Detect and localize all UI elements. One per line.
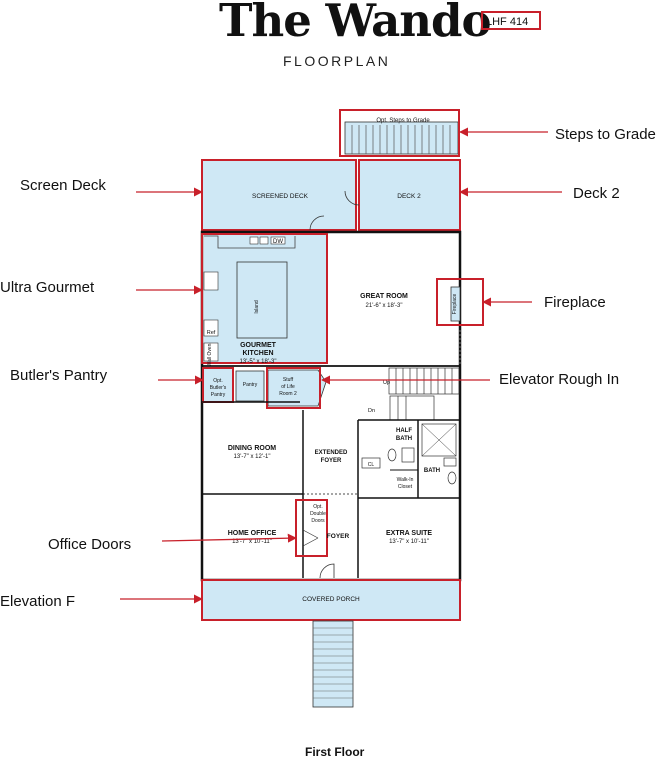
kitchen-dims: 13'-5" x 18'-3" <box>240 359 277 365</box>
stairs <box>388 367 460 421</box>
dw-label: DW <box>273 239 283 245</box>
screened-deck: SCREENED DECK <box>201 159 357 231</box>
callout-elevator-rough-in: Elevator Rough In <box>499 371 620 388</box>
office-doors: Opt. Double Doors <box>295 499 328 557</box>
butler-label-1: Opt. <box>213 378 222 384</box>
callout-screen-deck: Screen Deck <box>20 177 106 194</box>
callout-office-doors: Office Doors <box>48 536 132 553</box>
stuff-label-3: Room 2 <box>279 391 297 397</box>
plan-code-badge: LHF 414 <box>481 11 541 30</box>
plan-subtitle: FLOORPLAN <box>283 53 391 69</box>
callout-ultra-gourmet: Ultra Gourmet <box>0 279 95 296</box>
half-bath-label-2: BATH <box>396 436 412 442</box>
office-dims: 13'-7" x 10'-11" <box>232 539 272 545</box>
steps-label: Opt. Steps to Grade <box>376 118 430 124</box>
island-label: Island <box>254 300 260 314</box>
wall-oven-label: Wall Oven <box>207 343 213 366</box>
cl-label: CL <box>368 462 375 468</box>
deck-2: DECK 2 <box>344 159 461 231</box>
dining-dims: 13'-7" x 12'-1" <box>234 454 271 460</box>
steps-to-grade: Opt. Steps to Grade <box>339 109 460 157</box>
dbl-label-3: Doors <box>311 518 325 524</box>
great-room-dims: 21'-6" x 18'-3" <box>366 303 403 309</box>
foyer-label: FOYER <box>327 533 350 540</box>
stuff-label-1: Stuff <box>283 377 294 383</box>
bath-area: HALF BATH CL BATH Walk-In Closet <box>361 423 457 490</box>
kitchen-label-1: GOURMET <box>240 342 277 349</box>
callout-elevation-f: Elevation F <box>0 593 76 610</box>
dining-label: DINING ROOM <box>228 445 276 452</box>
callout-arrows <box>120 127 562 604</box>
interior-walls <box>202 401 460 578</box>
pantry-area: Opt. Butler's Pantry Pantry Stuff of Lif… <box>202 365 460 409</box>
butler-label-3: Pantry <box>211 392 226 398</box>
dbl-label-1: Opt. <box>313 504 322 510</box>
porch-label: COVERED PORCH <box>302 596 360 603</box>
front-door-swing <box>319 563 335 579</box>
half-bath-label-1: HALF <box>396 428 412 434</box>
callout-steps-to-grade: Steps to Grade <box>555 126 656 143</box>
suite-dims: 13'-7" x 10'-11" <box>389 539 429 545</box>
callout-deck-2: Deck 2 <box>573 185 620 202</box>
pantry-label: Pantry <box>243 382 258 388</box>
callout-butlers-pantry: Butler's Pantry <box>10 367 108 384</box>
kitchen-label-2: KITCHEN <box>242 350 273 357</box>
front-steps <box>312 620 354 708</box>
deck2-label: DECK 2 <box>397 193 421 200</box>
great-room-label: GREAT ROOM <box>360 293 408 300</box>
floor-caption: First Floor <box>305 745 365 759</box>
covered-porch: COVERED PORCH <box>201 579 461 621</box>
butler-label-2: Butler's <box>210 385 227 391</box>
ref-label: Ref <box>207 330 216 336</box>
office-label: HOME OFFICE <box>228 530 277 537</box>
gourmet-kitchen: DW Island Ref Wall Oven GOURMET KITCHEN … <box>201 233 328 366</box>
plan-title: The Wando <box>219 0 491 47</box>
great-room: GREAT ROOM 21'-6" x 18'-3" Fireplace <box>360 278 484 365</box>
fireplace-label: Fireplace <box>452 294 458 315</box>
up-label: Up <box>383 380 390 386</box>
screened-deck-label: SCREENED DECK <box>252 193 309 200</box>
dbl-label-2: Double <box>310 511 326 517</box>
walkin-label-2: Closet <box>398 484 413 490</box>
dn-label: Dn <box>368 408 375 414</box>
stuff-label-2: of Life <box>281 384 295 390</box>
callout-fireplace: Fireplace <box>544 294 606 311</box>
ext-foyer-label-2: FOYER <box>321 458 342 464</box>
bath-label: BATH <box>424 468 440 474</box>
walkin-label-1: Walk-In <box>397 477 414 483</box>
ext-foyer-label-1: EXTENDED <box>315 450 348 456</box>
suite-label: EXTRA SUITE <box>386 530 432 537</box>
